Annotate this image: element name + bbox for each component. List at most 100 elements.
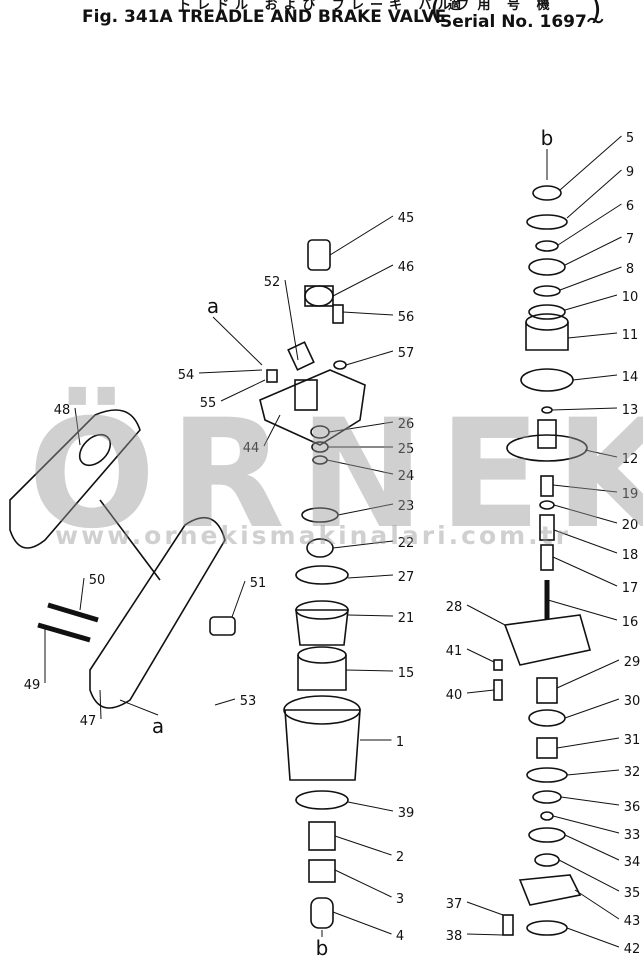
leader-line [466, 604, 506, 626]
callout-20: 20 [622, 518, 639, 533]
leader-line [559, 266, 622, 291]
callout-32: 32 [624, 765, 641, 780]
title-japanese: トレドル および ブレーキ バルブ [178, 0, 476, 13]
callout-8: 8 [626, 262, 634, 277]
callout-26: 26 [398, 417, 415, 432]
bracket-close: ) [590, 0, 602, 27]
callout-49: 49 [24, 678, 41, 693]
callout-47: 47 [80, 714, 97, 729]
callout-9: 9 [626, 165, 634, 180]
callout-15: 15 [398, 666, 415, 681]
callout-17: 17 [622, 581, 639, 596]
callout-10: 10 [622, 290, 639, 305]
bracket-open: ( [430, 0, 442, 27]
treadle-lever [89, 499, 226, 709]
callout-54: 54 [178, 368, 195, 383]
leader-line [560, 796, 620, 806]
callout-37: 37 [446, 897, 463, 912]
leader-line [574, 889, 620, 920]
leader-line [553, 529, 618, 554]
leader-line [567, 332, 618, 339]
leader-line [547, 599, 618, 621]
leader-line [556, 659, 620, 689]
leader-line [345, 350, 394, 366]
leader-line [345, 669, 394, 672]
leader-line [552, 815, 620, 834]
callout-2: 2 [396, 850, 404, 865]
callout-51: 51 [250, 576, 267, 591]
leader-line [466, 689, 495, 694]
callout-40: 40 [446, 688, 463, 703]
callout-a: a [207, 294, 219, 318]
callout-25: 25 [398, 442, 415, 457]
callout-29: 29 [624, 655, 641, 670]
leader-line [328, 421, 394, 433]
leader-line [332, 911, 392, 935]
leader-line [558, 859, 620, 892]
callout-55: 55 [200, 396, 217, 411]
leader-line [566, 169, 622, 219]
callout-48: 48 [54, 403, 71, 418]
callout-31: 31 [624, 733, 641, 748]
leader-line [564, 698, 620, 719]
cover-bracket [259, 341, 366, 446]
leader-line [220, 379, 266, 402]
callout-27: 27 [398, 570, 415, 585]
callout-23: 23 [398, 499, 415, 514]
leader-line [79, 577, 85, 611]
callout-34: 34 [624, 855, 641, 870]
pins [37, 602, 99, 643]
callout-b: b [316, 936, 329, 960]
leader-line [74, 407, 81, 446]
callout-35: 35 [624, 886, 641, 901]
leader-line [332, 264, 394, 297]
leader-line [284, 279, 299, 361]
callout-43: 43 [624, 914, 641, 929]
callout-3: 3 [396, 892, 404, 907]
callout-52: 52 [264, 275, 281, 290]
stopper-bolt [209, 616, 236, 636]
leader-line [334, 835, 392, 856]
leader-line [329, 215, 394, 256]
callout-21: 21 [398, 611, 415, 626]
callout-6: 6 [626, 199, 634, 214]
leader-line [332, 540, 394, 549]
leader-line [552, 484, 618, 493]
callout-14: 14 [622, 370, 639, 385]
leader-line [564, 834, 620, 861]
callout-labels: 5967810111413121920181716284140293031323… [24, 126, 641, 960]
leader-line [231, 580, 246, 618]
leader-line [572, 374, 618, 381]
leader-line [584, 449, 618, 458]
callout-46: 46 [398, 260, 415, 275]
callout-38: 38 [446, 929, 463, 944]
leader-line [326, 459, 394, 475]
callout-57: 57 [398, 346, 415, 361]
callout-16: 16 [622, 615, 639, 630]
leader-line [99, 689, 102, 720]
treadle-pad [9, 409, 141, 549]
callout-44: 44 [243, 441, 260, 456]
leader-line [564, 294, 618, 311]
callout-50: 50 [89, 573, 106, 588]
callout-53: 53 [240, 694, 257, 709]
leader-line [466, 901, 504, 916]
serial-number: Serial No. 1697～ [440, 12, 604, 32]
leader-line [214, 698, 236, 706]
leader-line [337, 503, 394, 516]
leader-line [552, 556, 618, 587]
leader-line [347, 574, 394, 579]
callout-56: 56 [398, 310, 415, 325]
callout-18: 18 [622, 548, 639, 563]
callout-36: 36 [624, 800, 641, 815]
callout-19: 19 [622, 487, 639, 502]
callout-28: 28 [446, 600, 463, 615]
figure-title: Fig. 341A TREADLE AND BRAKE VALVE [82, 7, 447, 27]
callout-33: 33 [624, 828, 641, 843]
callout-45: 45 [398, 211, 415, 226]
leader-line [553, 504, 618, 524]
callout-22: 22 [398, 536, 415, 551]
callout-a: a [152, 714, 164, 738]
leader-line [342, 311, 394, 316]
